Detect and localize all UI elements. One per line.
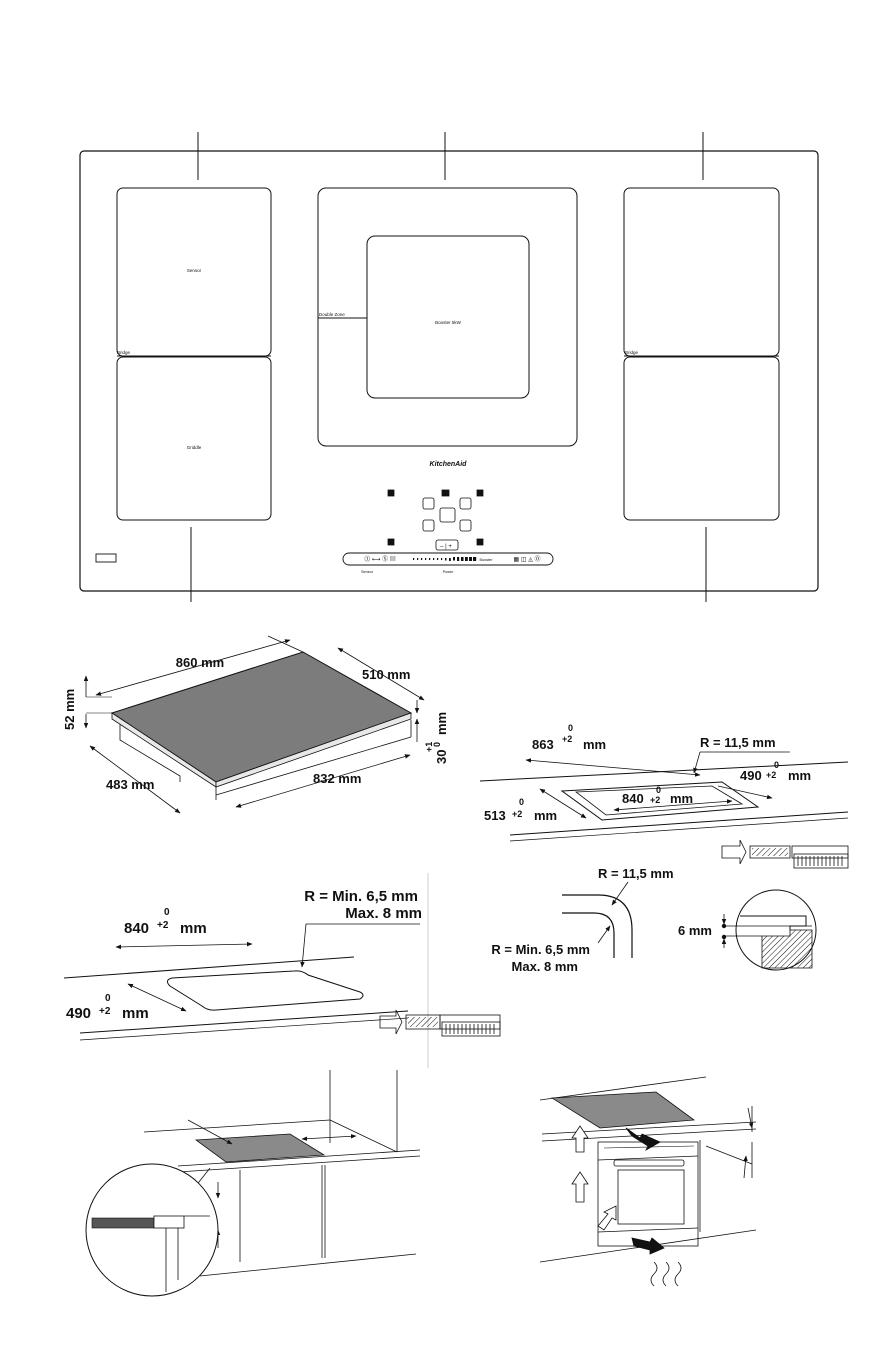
control-power-label: Power bbox=[443, 570, 454, 574]
cut-490-b: 490 bbox=[66, 1005, 91, 1022]
cooktop-plan: Sensor Griddle Bridge Double Zone Booste… bbox=[79, 132, 819, 602]
control-bar bbox=[342, 552, 554, 566]
zone-center-inner bbox=[366, 235, 530, 399]
cut-863: 863 bbox=[532, 737, 554, 752]
step-6mm-detail: 6 mm bbox=[678, 889, 817, 971]
right-control-icons: ▦ ◫ ◬ ⓪ bbox=[514, 555, 541, 563]
cut-513-zero: 0 bbox=[519, 797, 524, 807]
radius-11-5-detail: R = 11,5 mm bbox=[598, 866, 674, 881]
zone-control-cluster bbox=[387, 489, 484, 551]
cut-840-b-plus2: +2 bbox=[157, 920, 169, 931]
left-control-icons: ⓵ ⟷ Ⓢ ▤ bbox=[364, 555, 396, 563]
label-sensor: Sensor bbox=[187, 268, 202, 273]
zone-right-top bbox=[623, 187, 780, 357]
radius-detail: R = 11,5 mm R = Min. 6,5 mm Max. 8 mm bbox=[491, 866, 673, 974]
dim-510: 510 mm bbox=[362, 667, 410, 682]
control-sensor-label: Sensor bbox=[361, 570, 374, 574]
dim-30-tol: +1 bbox=[424, 742, 434, 752]
cooktop-3d-dimensions: 860 mm 510 mm 52 mm 483 mm 832 mm 30 0 +… bbox=[62, 635, 449, 814]
airflow-arrows bbox=[571, 1125, 665, 1255]
zone-right-bottom bbox=[623, 356, 780, 521]
oven-ventilation bbox=[539, 1076, 757, 1287]
radius-11-5-top: R = 11,5 mm bbox=[700, 735, 776, 750]
cut-513-unit: mm bbox=[534, 808, 557, 823]
radius-max-lower-2: Max. 8 mm bbox=[345, 905, 422, 922]
cut-840-a-unit: mm bbox=[670, 791, 693, 806]
arrow-right-icon-2 bbox=[379, 1009, 403, 1035]
label-bridge-left: Bridge bbox=[117, 350, 131, 355]
rating-plate bbox=[95, 553, 117, 563]
worktop-hatch-2 bbox=[445, 1024, 495, 1034]
cut-490-a-zero: 0 bbox=[774, 760, 779, 770]
radius-min-lower-1: R = Min. 6,5 mm bbox=[304, 888, 418, 905]
cutout-840-diagram: R = Min. 6,5 mm Max. 8 mm 840 0 +2 mm 49… bbox=[63, 873, 501, 1068]
cut-840-b: 840 bbox=[124, 920, 149, 937]
cabinet-install-drawer bbox=[85, 1070, 421, 1297]
cut-490-a-plus2: +2 bbox=[766, 770, 776, 780]
arrow-right-icon bbox=[721, 839, 747, 865]
zone-center-outer bbox=[317, 187, 578, 447]
radius-max-detail-2: Max. 8 mm bbox=[512, 959, 578, 974]
cut-490-b-unit: mm bbox=[122, 1005, 149, 1022]
dim-6mm: 6 mm bbox=[678, 923, 712, 938]
cooktop-outline bbox=[79, 150, 819, 592]
dim-860: 860 mm bbox=[176, 655, 224, 670]
zone-left-bottom bbox=[116, 356, 272, 521]
power-slider-dots bbox=[413, 557, 477, 561]
cut-863-unit: mm bbox=[583, 737, 606, 752]
cut-840-b-unit: mm bbox=[180, 920, 207, 937]
cut-490-a-unit: mm bbox=[788, 768, 811, 783]
cut-863-zero: 0 bbox=[568, 723, 573, 733]
dim-52: 52 mm bbox=[62, 689, 77, 730]
dim-483: 483 mm bbox=[106, 777, 154, 792]
label-double-zone: Double Zone bbox=[319, 312, 345, 317]
label-booster: Booster 5kW bbox=[435, 320, 462, 325]
dim-30-sup: 0 bbox=[432, 742, 442, 747]
cut-863-plus2: +2 bbox=[562, 734, 572, 744]
brand-logo: KitchenAid bbox=[430, 461, 468, 468]
dim-30-unit: mm bbox=[434, 712, 449, 735]
dim-30: 30 bbox=[434, 750, 449, 764]
cut-840-b-zero: 0 bbox=[164, 907, 170, 918]
cut-490-a: 490 bbox=[740, 768, 762, 783]
dim-832: 832 mm bbox=[313, 771, 361, 786]
label-bridge-right: Bridge bbox=[625, 350, 639, 355]
radius-min-detail-1: R = Min. 6,5 mm bbox=[491, 942, 590, 957]
cut-840-a-zero: 0 bbox=[656, 785, 661, 795]
cut-490-b-plus2: +2 bbox=[99, 1006, 111, 1017]
cut-840-a-plus2: +2 bbox=[650, 795, 660, 805]
minus-plus-glyph: – | + bbox=[440, 544, 452, 550]
control-booster-label: Booster bbox=[479, 558, 493, 562]
cutout-863-diagram: 863 0 +2 mm R = 11,5 mm 490 0 +2 mm 840 … bbox=[479, 723, 849, 869]
cut-840-a: 840 bbox=[622, 791, 644, 806]
cut-513: 513 bbox=[484, 808, 506, 823]
cut-490-b-zero: 0 bbox=[105, 993, 111, 1004]
label-griddle: Griddle bbox=[187, 445, 202, 450]
cut-513-plus2: +2 bbox=[512, 809, 522, 819]
worktop-hatch bbox=[797, 856, 843, 866]
